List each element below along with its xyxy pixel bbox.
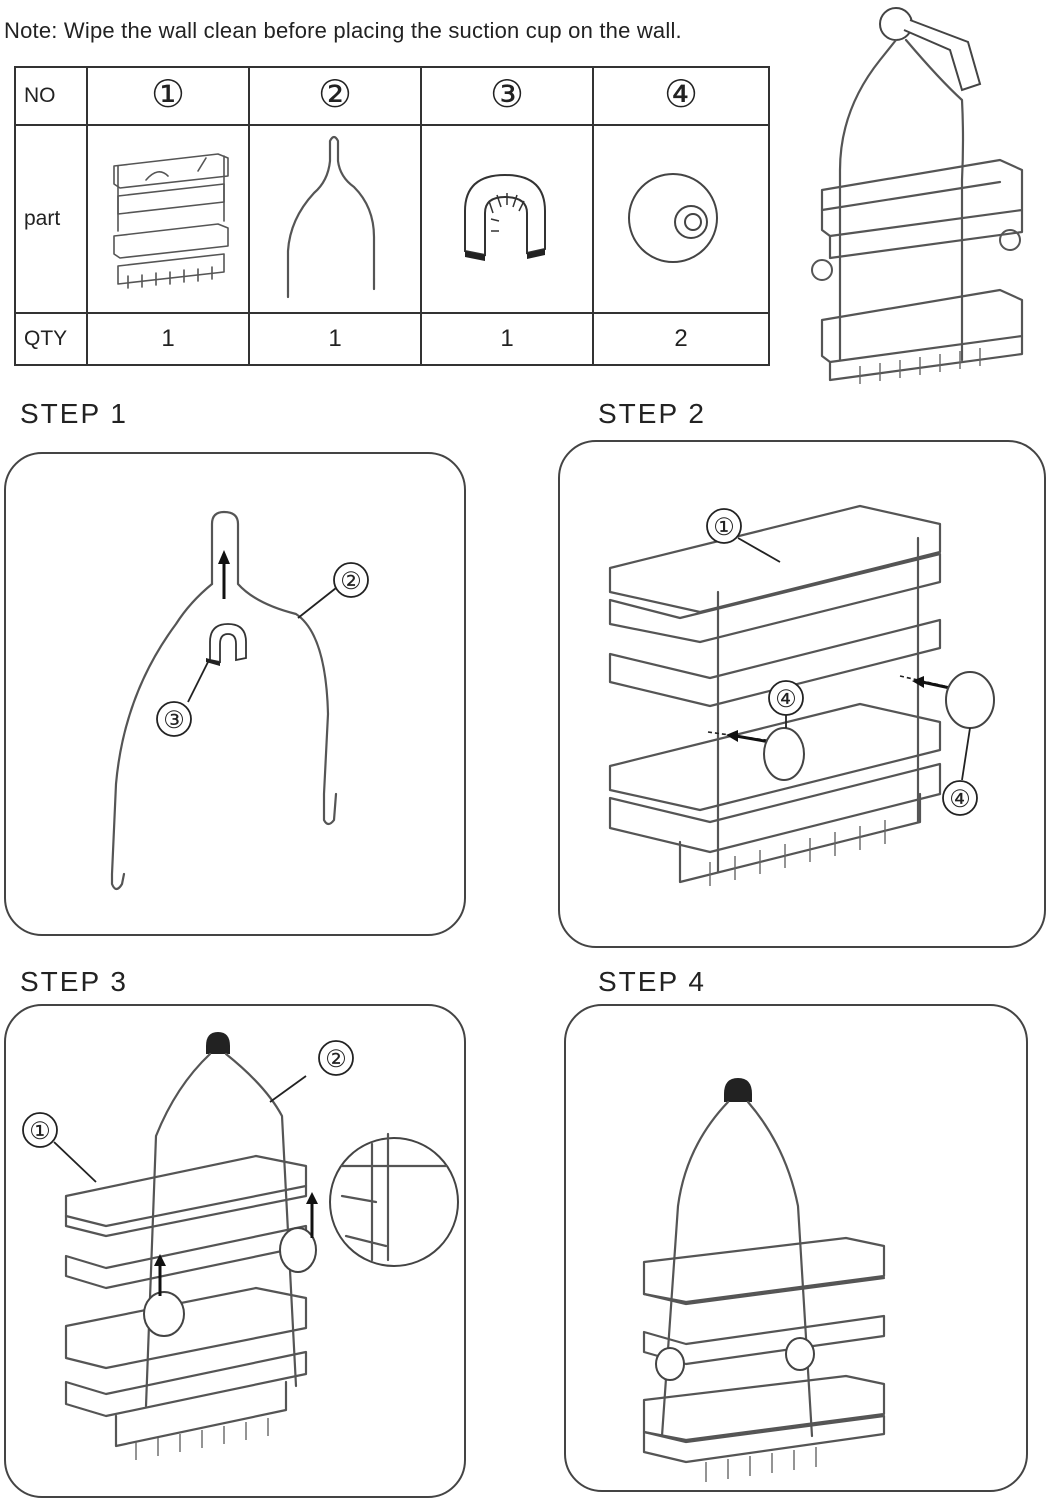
step-4-panel xyxy=(564,1004,1028,1492)
parts-table: NO ① ② ③ ④ part xyxy=(14,66,770,366)
callout-4a: ④ xyxy=(775,686,797,713)
step-2-label: STEP 2 xyxy=(598,398,706,429)
part-number-1: ① xyxy=(86,66,250,126)
step-1-label: STEP 1 xyxy=(20,398,128,429)
step-2-panel: ① ④ ④ xyxy=(558,440,1046,948)
step-1-panel: ② ③ xyxy=(4,452,466,936)
step-4-label: STEP 4 xyxy=(598,966,706,997)
step-3-panel: ② ① xyxy=(4,1004,466,1498)
callout-1-step3: ① xyxy=(29,1118,51,1145)
qty-1: 1 xyxy=(86,312,250,366)
part-image-clip xyxy=(420,124,594,314)
step-1-diagram: ② ③ xyxy=(110,510,369,891)
callout-2-step3: ② xyxy=(325,1046,347,1073)
part-image-caddy xyxy=(86,124,250,314)
callout-3: ③ xyxy=(163,707,185,734)
table-row-qty: QTY 1 1 1 2 xyxy=(14,312,770,366)
qty-3: 1 xyxy=(420,312,594,366)
row-label-part: part xyxy=(14,124,88,314)
step-2-diagram: ① ④ ④ xyxy=(608,504,995,886)
step-3-diagram: ② ① xyxy=(22,1032,459,1460)
callout-1: ① xyxy=(713,514,735,541)
qty-4: 2 xyxy=(592,312,770,366)
part-image-hanger xyxy=(248,124,422,314)
caddy-part-icon xyxy=(113,152,229,289)
table-row-part: part xyxy=(14,124,770,314)
clip-part-icon xyxy=(464,173,546,261)
table-row-no: NO ① ② ③ ④ xyxy=(14,66,770,126)
assembled-caddy-illustration xyxy=(800,0,1048,400)
step-3-label: STEP 3 xyxy=(20,966,128,997)
callout-2: ② xyxy=(340,568,362,595)
part-image-suction-cup xyxy=(592,124,770,314)
part-number-3: ③ xyxy=(420,66,594,126)
qty-2: 1 xyxy=(248,312,422,366)
note-text: Note: Wipe the wall clean before placing… xyxy=(4,18,682,43)
row-label-qty: QTY xyxy=(14,312,88,366)
suction-cup-part-icon xyxy=(628,172,718,263)
part-number-2: ② xyxy=(248,66,422,126)
step-4-diagram xyxy=(642,1078,886,1482)
part-number-4: ④ xyxy=(592,66,770,126)
hanger-part-icon xyxy=(286,135,376,298)
callout-4b: ④ xyxy=(949,786,971,813)
row-label-no: NO xyxy=(14,66,88,126)
